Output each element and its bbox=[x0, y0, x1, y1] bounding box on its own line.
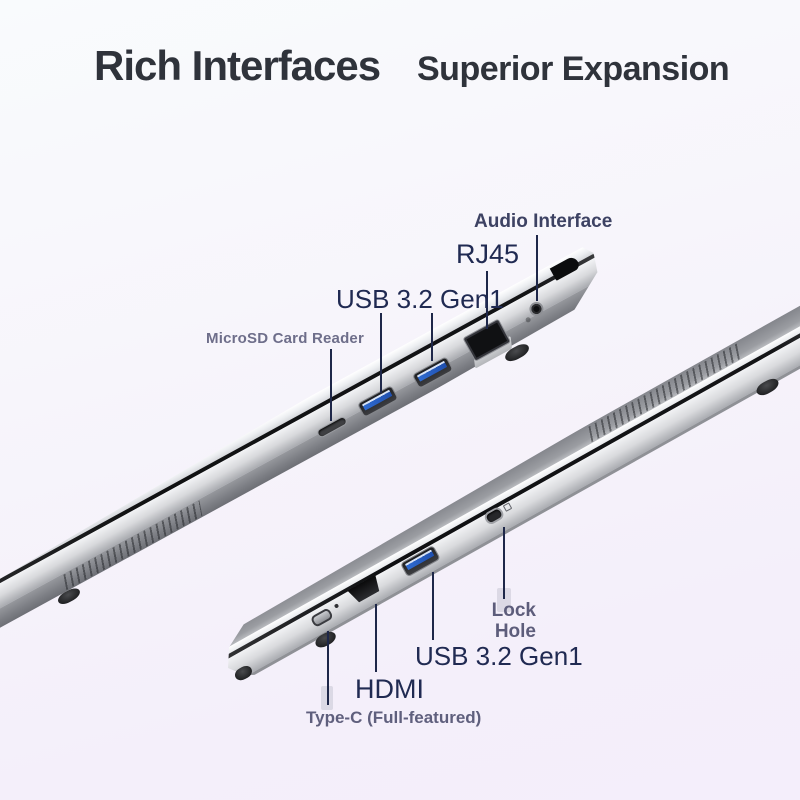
leader-typec bbox=[327, 631, 329, 705]
leader-usb3 bbox=[432, 572, 434, 640]
leader-rj45 bbox=[486, 271, 488, 329]
label-lock-line2: Hole bbox=[494, 621, 536, 642]
title-rich-interfaces: Rich Interfaces bbox=[94, 42, 381, 89]
leader-audio bbox=[536, 235, 538, 301]
leader-microsd bbox=[330, 349, 332, 421]
label-rj45: RJ45 bbox=[456, 239, 520, 269]
label-usb-top: USB 3.2 Gen1 bbox=[336, 284, 504, 314]
watermark-smudge bbox=[497, 588, 511, 612]
leader-hdmi bbox=[375, 604, 377, 672]
label-hdmi: HDMI bbox=[355, 674, 424, 704]
leader-lock bbox=[503, 527, 505, 599]
label-lock-hole: Lock Hole bbox=[456, 600, 536, 642]
label-type-c: Type-C (Full-featured) bbox=[306, 708, 482, 727]
label-lock-line1: Lock bbox=[491, 600, 536, 621]
label-microsd-card-reader: MicroSD Card Reader bbox=[206, 330, 365, 347]
label-usb-bottom: USB 3.2 Gen1 bbox=[415, 641, 583, 671]
label-audio-interface: Audio Interface bbox=[474, 211, 613, 232]
leader-usb1 bbox=[380, 313, 382, 393]
title-superior-expansion: Superior Expansion bbox=[417, 50, 730, 88]
leader-usb2 bbox=[431, 313, 433, 361]
